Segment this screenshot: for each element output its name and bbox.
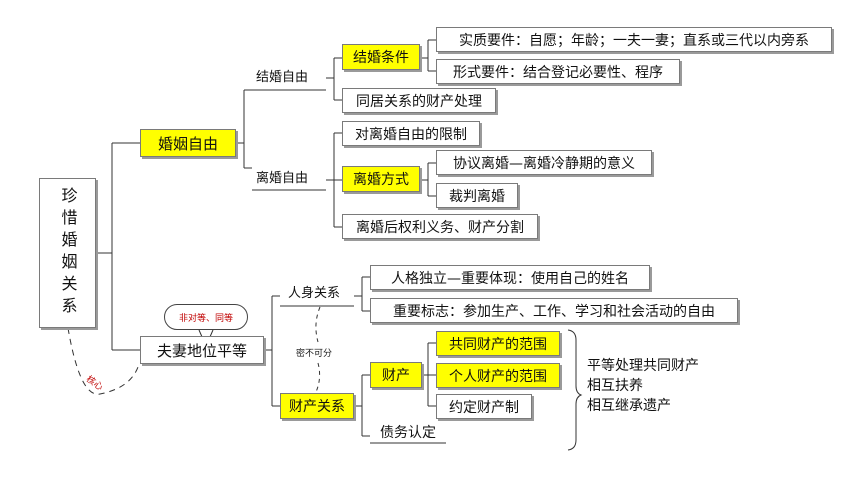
marriage-freedom-label: 婚姻自由 [157,134,218,153]
agreed-property-node: 约定财产制 [436,394,532,419]
link-personal [354,276,370,312]
link-root-trunk [96,142,140,351]
formal-label: 形式要件：结合登记必要性、程序 [453,64,663,81]
equality-node: 夫妻地位平等 [140,336,264,364]
summary-bracket [567,329,583,451]
assets-label: 财产 [382,368,410,384]
personal-item2-node: 重要标志：参加生产、工作、学习和社会活动的自由 [370,298,738,323]
root-node: 珍惜婚姻关系 [39,178,96,328]
debt-label: 债务认定 [380,425,436,441]
methods-node: 离婚方式 [342,166,420,192]
summary-item: 平等处理共同财产 [587,358,699,374]
link-conditions [420,39,436,72]
inseparable-label: 密不可分 [296,349,333,359]
personal-item2-label: 重要标志：参加生产、工作、学习和社会活动的自由 [393,303,715,320]
restriction-node: 对离婚自由的限制 [342,121,480,146]
agreed-property-label: 约定财产制 [449,399,519,416]
marriage-label: 结婚自由 [256,70,309,85]
personal-label: 人身关系 [288,286,341,301]
link-inseparable [315,306,321,393]
personal-property-label: 个人财产的范围 [449,368,547,385]
cohabitation-node: 同居关系的财产处理 [342,88,496,113]
formal-node: 形式要件：结合登记必要性、程序 [436,59,680,84]
link-equality [264,295,280,407]
property-label: 财产关系 [289,399,345,415]
link-marriage [326,57,342,101]
after-divorce-label: 离婚后权利义务、财产分割 [356,219,524,236]
note-bubble: 非对等、同等 [164,304,248,330]
personal-item1-label: 人格独立—重要体现：使用自己的姓名 [391,270,629,287]
judicial-label: 裁判离婚 [449,188,505,205]
equality-label: 夫妻地位平等 [156,341,247,360]
divorce-label: 离婚自由 [256,171,309,186]
link-marriage-freedom [236,89,252,169]
summary-list: 平等处理共同财产 相互扶养 相互继承遗产 [587,356,699,416]
common-property-node: 共同财产的范围 [436,331,560,356]
agreement-label: 协议离婚—离婚冷静期的意义 [453,155,635,172]
common-property-label: 共同财产的范围 [449,336,547,353]
judicial-node: 裁判离婚 [436,183,518,208]
restriction-label: 对离婚自由的限制 [355,126,467,143]
agreement-node: 协议离婚—离婚冷静期的意义 [436,150,652,175]
link-property [354,374,370,437]
link-divorce [326,132,342,228]
after-divorce-node: 离婚后权利义务、财产分割 [342,214,538,239]
link-assets [422,342,436,407]
summary-item: 相互继承遗产 [587,398,671,414]
substantive-label: 实质要件：自愿；年龄；一夫一妻；直系或三代以内旁系 [459,32,809,49]
cohabitation-label: 同居关系的财产处理 [356,93,482,110]
methods-label: 离婚方式 [353,172,409,188]
marriage-freedom-node: 婚姻自由 [140,129,236,157]
link-methods [420,162,436,197]
assets-node: 财产 [370,362,422,388]
conditions-label: 结婚条件 [353,50,409,66]
personal-property-node: 个人财产的范围 [436,363,560,388]
summary-item: 相互扶养 [587,378,643,394]
personal-item1-node: 人格独立—重要体现：使用自己的姓名 [370,265,650,290]
property-node: 财产关系 [280,393,354,419]
note-bubble-label: 非对等、同等 [178,313,233,324]
substantive-node: 实质要件：自愿；年龄；一夫一妻；直系或三代以内旁系 [436,27,832,52]
conditions-node: 结婚条件 [342,44,420,70]
root-label: 珍惜婚姻关系 [58,187,78,319]
link-core-dashed [67,327,139,395]
